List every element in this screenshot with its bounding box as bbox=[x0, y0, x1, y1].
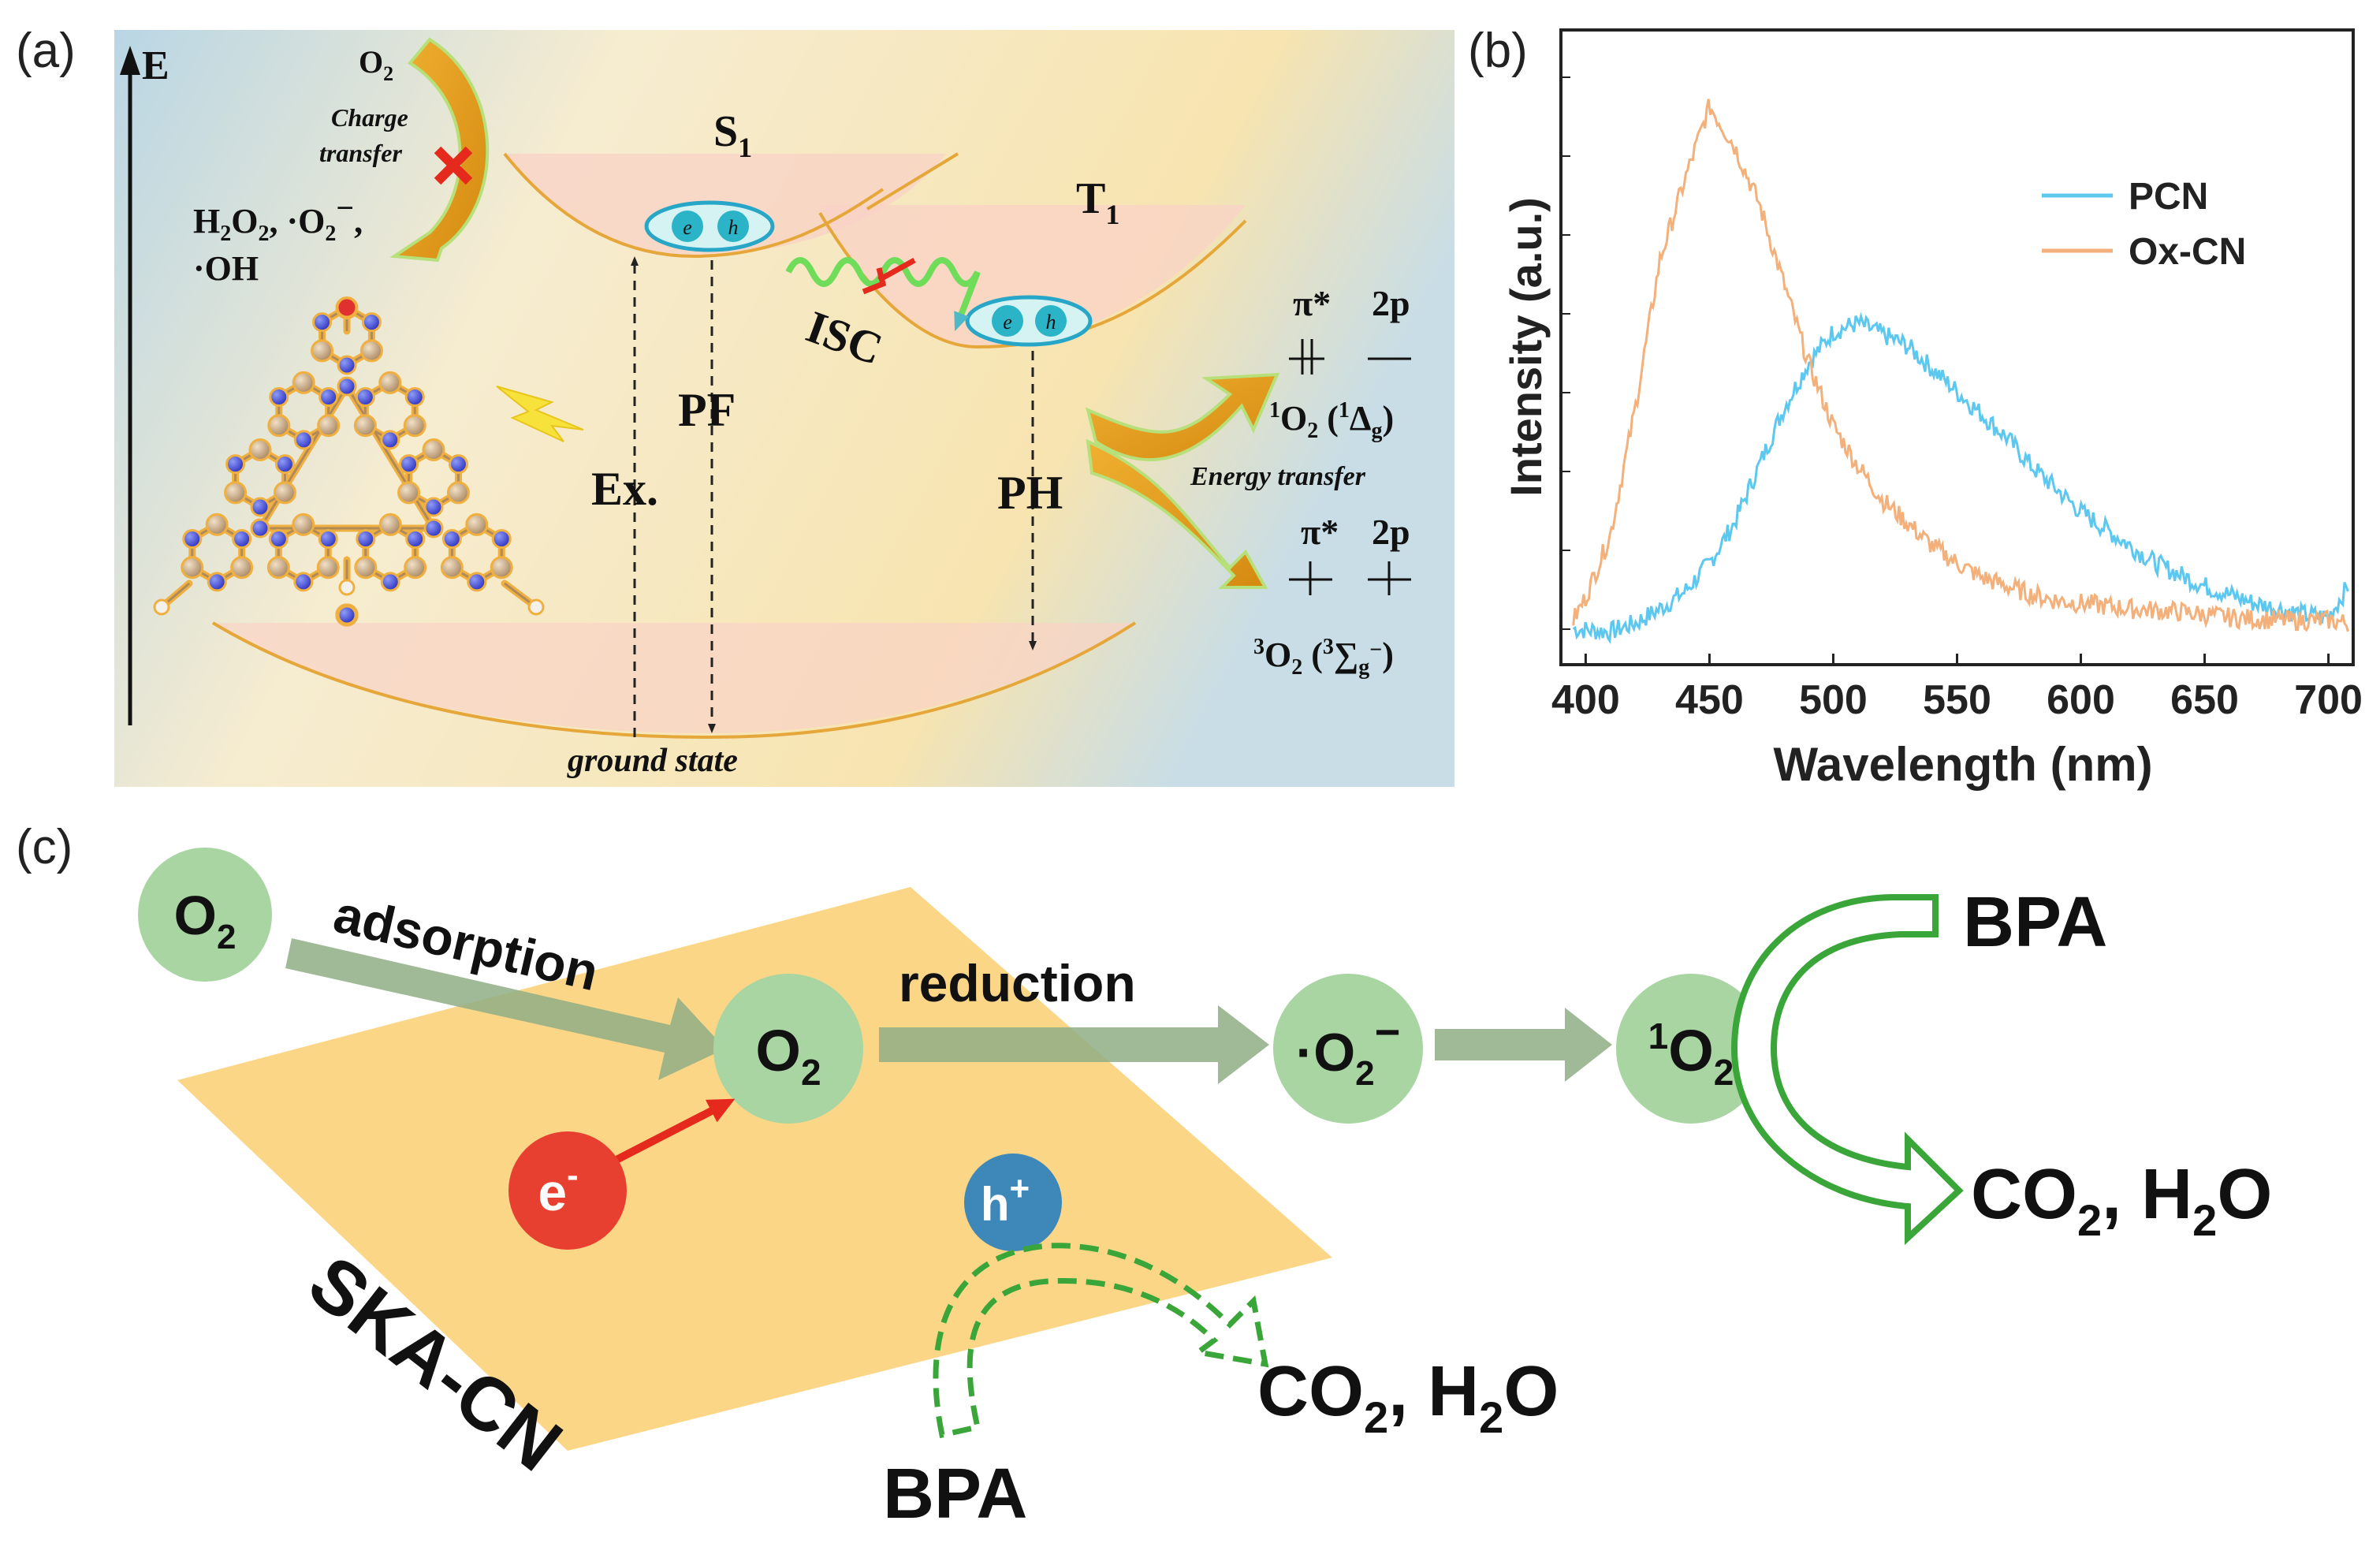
pi-star-label-bottom: π* bbox=[1301, 512, 1339, 552]
ground-curve bbox=[211, 621, 1137, 740]
panel-b-label: (b) bbox=[1468, 24, 1528, 78]
energy-transfer-label: Energy transfer bbox=[1190, 462, 1366, 491]
o2-adsorbed-label: O2 bbox=[755, 1018, 821, 1093]
singlet-oxidation-arrow bbox=[1730, 894, 1964, 1246]
panel-c-label: (c) bbox=[16, 820, 73, 874]
s1-curve-upper bbox=[866, 152, 959, 211]
reduction-label: reduction bbox=[899, 954, 1136, 1012]
adsorption-arrow bbox=[285, 938, 725, 1080]
hole-label-s1: h bbox=[728, 216, 739, 239]
chart-legend: PCN Ox-CN bbox=[2042, 176, 2246, 273]
t1-label: T1 bbox=[1076, 174, 1119, 230]
series-line-ox-cn bbox=[1572, 99, 2349, 632]
two-p-label-top: 2p bbox=[1372, 283, 1410, 323]
charge-transfer-label-2: transfer bbox=[319, 139, 402, 167]
lightning-icon bbox=[496, 386, 584, 442]
s1-curve bbox=[503, 152, 885, 259]
isc-red-mark bbox=[862, 257, 916, 295]
excitation-label: Ex. bbox=[591, 463, 658, 515]
ground-band bbox=[213, 623, 1135, 733]
legend-label-oxcn: Ox-CN bbox=[2129, 231, 2246, 273]
hole-products-label: CO2, H2O bbox=[1257, 1352, 1559, 1442]
panel-a-label: (a) bbox=[16, 24, 76, 78]
phosphorescence-label: PH bbox=[997, 467, 1063, 519]
x-tick-label: 450 bbox=[1675, 677, 1744, 723]
charge-transfer-arrow bbox=[389, 37, 490, 263]
electron-label-s1: e bbox=[683, 216, 692, 239]
x-tick-label: 500 bbox=[1799, 677, 1868, 723]
x-tick-label: 700 bbox=[2294, 677, 2363, 723]
singlet-products-label: CO2, H2O bbox=[1971, 1155, 2272, 1245]
pi-star-label-top: π* bbox=[1293, 283, 1331, 323]
ros-products-label: H2O2, ·O2−, bbox=[193, 190, 363, 246]
hole-label-t1: h bbox=[1046, 311, 1056, 334]
panel-c: (c) SKA-CN adsorption reduction O2 O2 ·O… bbox=[16, 820, 2272, 1534]
electron-label: e- bbox=[538, 1156, 578, 1221]
triplet-orbital-diagram bbox=[1289, 561, 1411, 595]
x-tick-label: 400 bbox=[1551, 677, 1620, 723]
electron-label-t1: e bbox=[1003, 311, 1012, 334]
x-tick-label: 650 bbox=[2170, 677, 2239, 723]
two-p-label-bottom: 2p bbox=[1372, 512, 1410, 552]
energy-transfer-arrow-down bbox=[1086, 438, 1268, 589]
x-tick-label: 550 bbox=[1923, 677, 1991, 723]
energy-axis-arrowhead bbox=[120, 46, 140, 75]
reduction-arrow bbox=[879, 1005, 1269, 1084]
hole-label: h+ bbox=[981, 1169, 1030, 1231]
conversion-arrow bbox=[1435, 1008, 1612, 1082]
blocked-x-icon bbox=[434, 146, 473, 185]
ground-state-label: ground state bbox=[567, 743, 738, 779]
bpa-label-hole: BPA bbox=[883, 1455, 1027, 1534]
energy-axis-label: E bbox=[142, 43, 169, 88]
fluorescence-label: PF bbox=[678, 384, 736, 436]
panel-b: (b) 400 450 500 550 600 650 700 Wavelength (nm… bbox=[1468, 24, 2363, 791]
molecule-structure-icon bbox=[153, 296, 545, 627]
hydroxyl-label: ·OH bbox=[193, 249, 259, 288]
singlet-oxygen-bubble bbox=[1616, 974, 1766, 1124]
hole-bubble bbox=[964, 1154, 1062, 1251]
panel-a: (a) E S1 T1 e h e h bbox=[16, 24, 1454, 787]
charge-transfer-label-1: Charge bbox=[331, 103, 408, 132]
chart-plot-area: 400 450 500 550 600 650 700 bbox=[1551, 76, 2363, 723]
bpa-label-singlet: BPA bbox=[1963, 883, 2107, 962]
hole-oxidation-arrow bbox=[933, 1243, 1269, 1439]
triplet-oxygen-label: 3O2 (3∑g−) bbox=[1253, 635, 1394, 680]
s1-label: S1 bbox=[713, 107, 752, 163]
legend-label-pcn: PCN bbox=[2129, 176, 2208, 218]
singlet-orbital-diagram bbox=[1289, 339, 1411, 375]
o2-bubble-adsorbed bbox=[713, 974, 863, 1124]
chart-frame bbox=[1559, 28, 2355, 666]
energy-transfer-arrow-up bbox=[1086, 372, 1280, 462]
singlet-oxygen-bubble-label: 1O2 bbox=[1648, 1016, 1734, 1093]
series-line-pcn bbox=[1572, 311, 2349, 645]
x-tick-label: 600 bbox=[2047, 677, 2115, 723]
o2-label-a: O2 bbox=[359, 44, 393, 85]
t1-exciton: e h bbox=[965, 295, 1093, 347]
electron-bubble bbox=[508, 1131, 627, 1250]
chart-x-axis-label: Wavelength (nm) bbox=[1773, 738, 2152, 791]
s1-exciton: e h bbox=[644, 200, 775, 252]
isc-wavy-arrow bbox=[785, 257, 981, 332]
singlet-oxygen-label: 1O2 (1Δg) bbox=[1269, 398, 1394, 443]
t1-band bbox=[820, 205, 1246, 347]
superoxide-label: ·O2− bbox=[1296, 1007, 1401, 1093]
o2-bubble-gas bbox=[138, 848, 272, 982]
o2-gas-label: O2 bbox=[174, 885, 237, 956]
superoxide-bubble bbox=[1273, 974, 1423, 1124]
chart-y-axis-label: Intensity (a.u.) bbox=[1501, 197, 1551, 497]
